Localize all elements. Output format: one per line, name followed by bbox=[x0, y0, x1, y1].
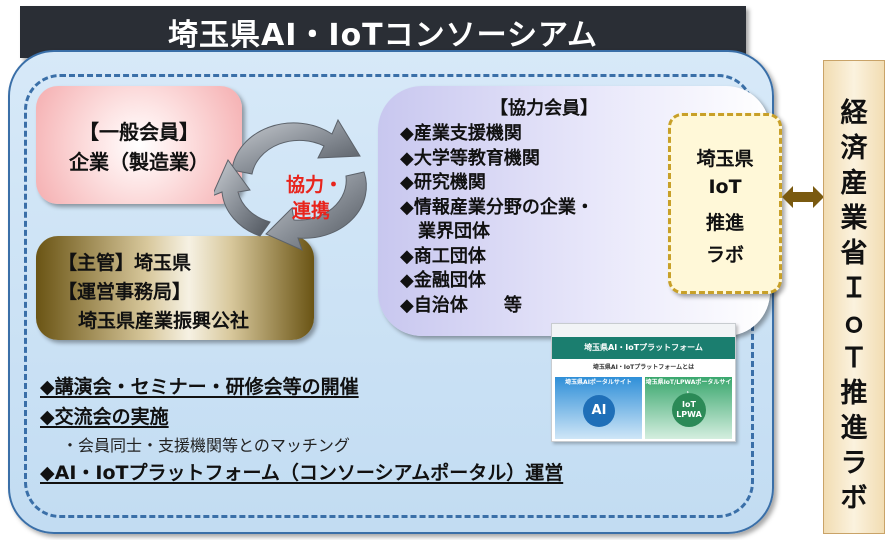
cooperating-member-list: ◆産業支援機関 ◆大学等教育機関 ◆研究機関 ◆情報産業分野の企業・ 業界団体 … bbox=[400, 122, 594, 318]
ministry-char: 進 bbox=[840, 413, 868, 444]
cooperating-member-heading: 【協力会員】 bbox=[490, 98, 598, 119]
iot-lab-line-1: 埼玉県 bbox=[696, 148, 754, 170]
iot-badge-text: IoT bbox=[682, 400, 696, 409]
cooperation-cycle-icon bbox=[214, 118, 367, 251]
portal-banner: 埼玉県AI・IoTプラットフォーム bbox=[552, 337, 735, 359]
portal-ai-card-label: 埼玉県AIポータルサイト bbox=[565, 379, 632, 386]
cooperating-member-item: ◆金融団体 bbox=[400, 270, 486, 291]
portal-screenshot-thumbnail: 埼玉県AI・IoTプラットフォーム 埼玉県AI・IoTプラットフォームとは 埼玉… bbox=[551, 323, 736, 442]
cooperating-member-item: ◆産業支援機関 bbox=[400, 123, 522, 144]
ministry-char: Ｔ bbox=[840, 343, 868, 374]
admin-line-2: 【運営事務局】 bbox=[58, 281, 192, 303]
ministry-char: 推 bbox=[840, 378, 868, 409]
ministry-char: Ｉ bbox=[840, 273, 868, 304]
general-member-body: 企業（製造業） bbox=[69, 150, 209, 174]
cooperating-member-item: ◆研究機関 bbox=[400, 172, 486, 193]
cooperating-member-item: ◆自治体 等 bbox=[400, 294, 522, 316]
activity-item-exchange: ◆交流会の実施 bbox=[40, 406, 169, 428]
administration-box: 【主管】埼玉県 【運営事務局】 埼玉県産業振興公社 bbox=[36, 236, 314, 340]
admin-line-3: 埼玉県産業振興公社 bbox=[78, 310, 250, 332]
portal-header-strip bbox=[552, 324, 735, 337]
general-member-box: 【一般会員】 企業（製造業） bbox=[36, 86, 242, 204]
iot-lpwa-badge-icon: IoT LPWA bbox=[672, 393, 706, 427]
ministry-char: ｏ bbox=[840, 308, 868, 339]
cooperating-member-item: ◆商工団体 bbox=[400, 245, 486, 267]
double-arrow-icon bbox=[782, 186, 824, 208]
portal-subtitle: 埼玉県AI・IoTプラットフォームとは bbox=[592, 364, 695, 371]
iot-lab-line-4: ラボ bbox=[705, 244, 744, 266]
iot-promotion-lab-box: 埼玉県 IoT 推進 ラボ bbox=[668, 113, 782, 294]
cooperating-member-item: ◆大学等教育機関 bbox=[400, 147, 540, 169]
ministry-char: ボ bbox=[840, 483, 868, 514]
activity-item-seminars: ◆講演会・セミナー・研修会等の開催 bbox=[40, 376, 359, 398]
iot-lab-line-2: IoT bbox=[708, 176, 742, 198]
lpwa-badge-text: LPWA bbox=[676, 410, 702, 419]
activity-item-platform: ◆AI・IoTプラットフォーム（コンソーシアムポータル）運営 bbox=[40, 462, 564, 484]
ministry-char: 省 bbox=[840, 238, 868, 269]
activity-item-exchange-detail: ・会員同士・支援機関等とのマッチング bbox=[62, 436, 350, 455]
ministry-char: 産 bbox=[840, 168, 868, 199]
page-title: 埼玉県AI・IoTコンソーシアム bbox=[168, 18, 598, 53]
cycle-label-line-2: 連携 bbox=[292, 200, 331, 222]
general-member-heading: 【一般会員】 bbox=[79, 120, 199, 144]
ministry-char: 業 bbox=[840, 203, 868, 234]
ai-badge-icon: AI bbox=[583, 395, 615, 427]
cooperating-member-item: ◆情報産業分野の企業・ bbox=[400, 196, 594, 218]
ministry-char: ラ bbox=[840, 448, 868, 479]
iot-lab-line-3: 推進 bbox=[705, 212, 744, 234]
ministry-char: 経 bbox=[840, 98, 868, 129]
ministry-char: 済 bbox=[840, 133, 868, 164]
consortium-title-bar: 埼玉県AI・IoTコンソーシアム bbox=[20, 6, 746, 58]
portal-iot-card: 埼玉県IoT/LPWAポータルサイト IoT LPWA bbox=[645, 377, 732, 439]
portal-ai-card: 埼玉県AIポータルサイト AI bbox=[555, 377, 642, 439]
cooperating-member-item: 業界団体 bbox=[400, 221, 490, 242]
ministry-iot-lab-bar: 経 済 産 業 省 Ｉ ｏ Ｔ 推 進 ラ ボ bbox=[823, 60, 885, 534]
cycle-label-line-1: 協力・ bbox=[286, 174, 344, 196]
admin-line-1: 【主管】埼玉県 bbox=[58, 252, 192, 274]
